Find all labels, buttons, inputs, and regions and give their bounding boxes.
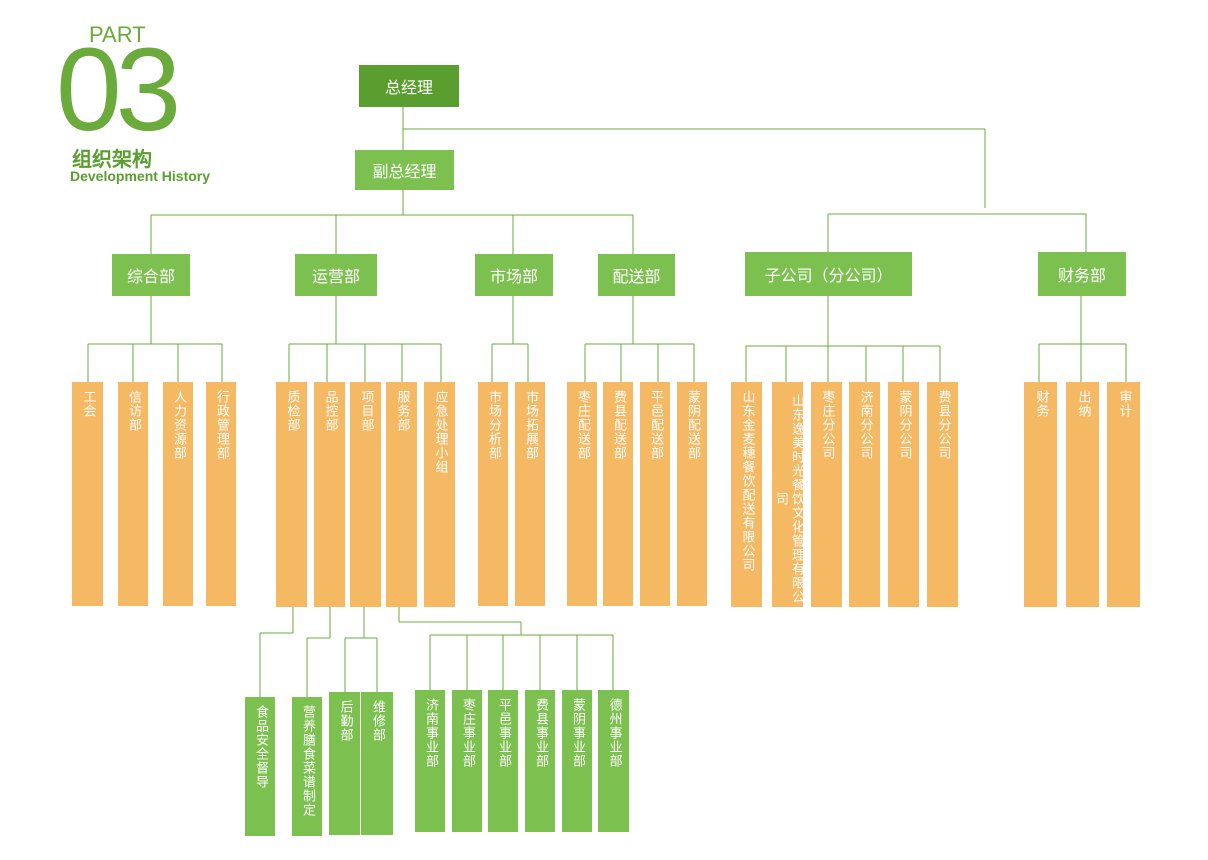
node-general-manager: 总经理 (359, 65, 459, 107)
unit-emergency: 应急处理小组 (424, 382, 455, 607)
unit-zaozhuang-branch: 枣庄分公司 (811, 382, 842, 607)
unit-mengyin-division: 蒙阴事业部 (562, 690, 592, 832)
unit-market-expansion: 市场拓展部 (515, 382, 545, 606)
unit-feixian-division: 费县事业部 (525, 690, 555, 832)
unit-maintenance: 维修部 (361, 692, 393, 835)
unit-mengyin-delivery: 蒙阴配送部 (677, 382, 707, 606)
unit-hr: 人力资源部 (163, 382, 193, 606)
unit-feixian-branch: 费县分公司 (927, 382, 958, 607)
page-title: 组织架构 (72, 147, 152, 171)
unit-quality-inspection: 质检部 (276, 382, 307, 607)
unit-union: 工会 (72, 382, 103, 606)
unit-jinmaisui-company: 山东金麦穗餐饮配送有限公司 (731, 382, 762, 607)
unit-feixian-delivery: 费县配送部 (603, 382, 633, 606)
unit-jinan-branch: 济南分公司 (849, 382, 880, 607)
unit-petition: 信访部 (118, 382, 148, 606)
dept-delivery: 配送部 (598, 254, 675, 296)
part-label: PART (89, 22, 146, 47)
unit-jinan-division: 济南事业部 (415, 690, 445, 832)
unit-yimeishiguang-company: 山东逸美时光餐饮文化管理有限公司 (772, 382, 804, 607)
unit-admin: 行政管理部 (206, 382, 236, 606)
unit-market-analysis: 市场分析部 (478, 382, 508, 606)
unit-pingyi-division: 平邑事业部 (488, 690, 518, 832)
unit-cashier: 出纳 (1066, 382, 1099, 607)
dept-operations: 运营部 (295, 254, 377, 296)
unit-mengyin-branch: 蒙阴分公司 (888, 382, 919, 607)
dept-general-affairs: 综合部 (112, 254, 190, 296)
page-subtitle: Development History (70, 168, 211, 184)
unit-finance: 财务 (1024, 382, 1057, 607)
unit-project: 项目部 (350, 382, 381, 607)
dept-marketing: 市场部 (475, 254, 553, 296)
unit-pingyi-delivery: 平邑配送部 (640, 382, 670, 606)
part-number: 03 (56, 24, 181, 156)
unit-audit: 审计 (1107, 382, 1140, 607)
node-deputy-general-manager: 副总经理 (355, 150, 454, 190)
unit-dezhou-division: 德州事业部 (598, 690, 629, 832)
dept-subsidiaries: 子公司（分公司） (745, 252, 912, 296)
unit-quality-control: 品控部 (314, 382, 345, 607)
unit-nutrition-menu: 营养膳食菜谱制定 (292, 697, 322, 836)
dept-finance: 财务部 (1038, 252, 1126, 296)
unit-zaozhuang-delivery: 枣庄配送部 (567, 382, 597, 606)
unit-food-safety-supervision: 食品安全督导 (245, 697, 275, 836)
unit-zaozhuang-division: 枣庄事业部 (452, 690, 482, 832)
unit-service: 服务部 (386, 382, 417, 607)
unit-logistics: 后勤部 (329, 692, 360, 835)
